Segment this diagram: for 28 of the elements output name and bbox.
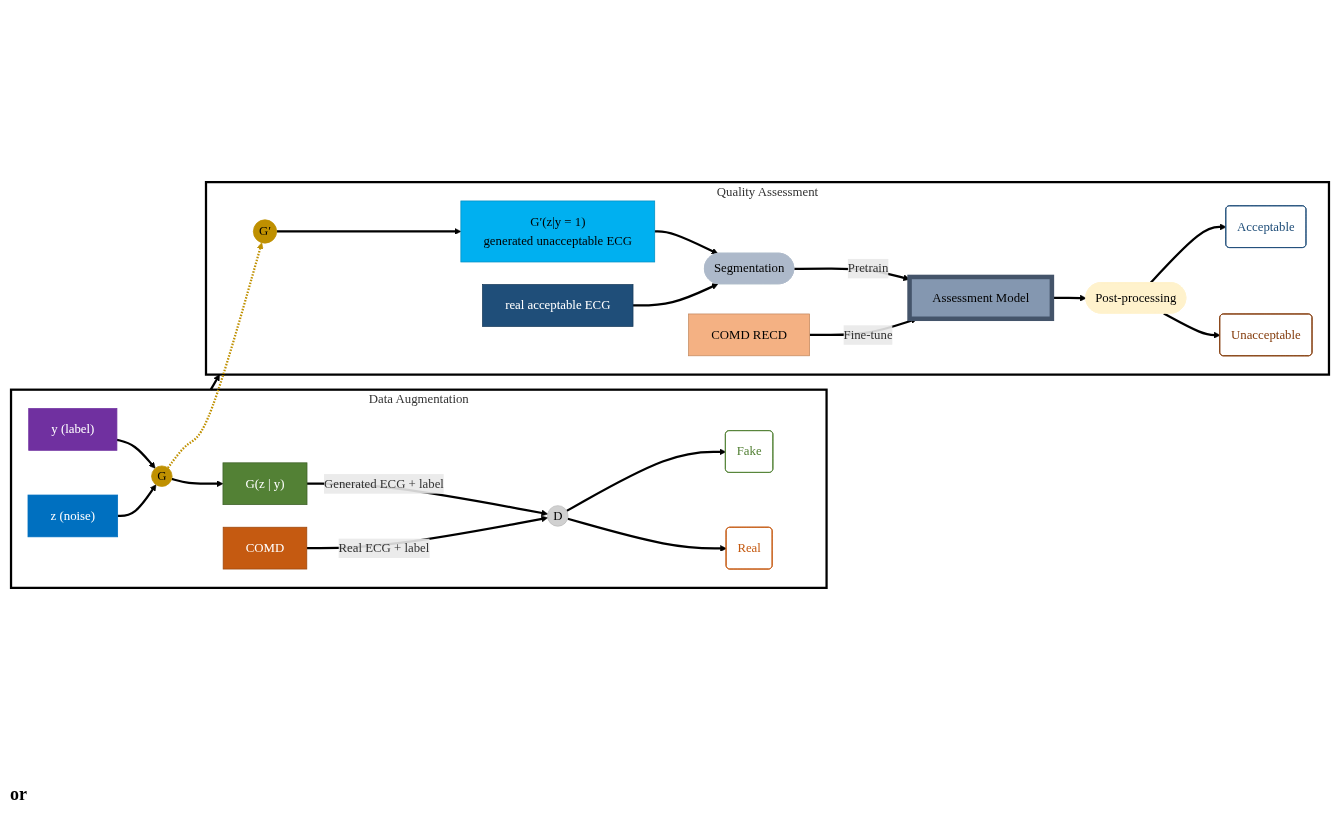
arrow xyxy=(116,438,156,469)
arrow xyxy=(566,448,727,512)
arrow xyxy=(654,230,719,255)
arrow xyxy=(171,477,224,488)
edge-label: Pretrain xyxy=(847,261,889,276)
node-circle: G′ xyxy=(252,219,278,244)
arrow xyxy=(209,374,220,391)
arrow xyxy=(1149,223,1227,284)
arrow xyxy=(117,484,157,518)
arrow xyxy=(1163,312,1221,339)
node-box: COMD xyxy=(222,526,308,570)
node-box: z (noise) xyxy=(27,494,118,538)
arrow xyxy=(567,517,727,552)
node-box: y (label) xyxy=(28,408,118,451)
node-box: real acceptable ECG xyxy=(482,284,634,327)
arrow xyxy=(167,242,264,469)
node-circle: D xyxy=(547,505,569,527)
node-box: G(z | y) xyxy=(222,462,308,505)
connector-word: or xyxy=(10,784,27,804)
edge-label: Fine-tune xyxy=(843,327,893,342)
arrow xyxy=(276,228,462,235)
edge-label: Generated ECG + label xyxy=(323,476,444,491)
arrow xyxy=(633,283,719,307)
node-box: G′(z|y = 1) generated unacceptable ECG xyxy=(460,200,656,263)
node-box: Assessment Model xyxy=(907,274,1055,322)
node-circle: G xyxy=(151,465,173,487)
edge-label: Real ECG + label xyxy=(338,540,430,556)
node-box: COMD RECD xyxy=(688,313,810,357)
